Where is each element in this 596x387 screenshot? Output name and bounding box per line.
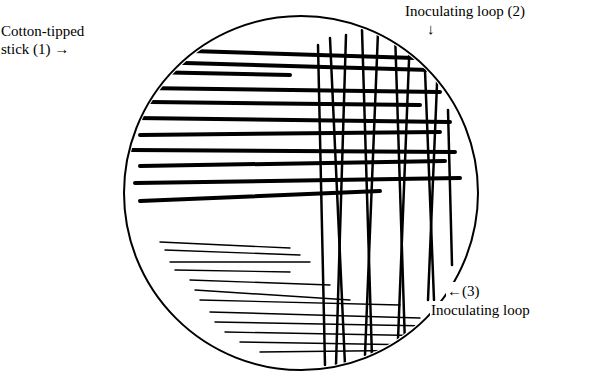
part-label: Inoculating loop (2) xyxy=(404,2,526,20)
pointer-label: ←(3) xyxy=(446,282,481,300)
pointer-label: ↓ xyxy=(426,20,436,38)
part-label: Cotton-tipped stick (1) → xyxy=(0,22,102,58)
part-label: Inoculating loop xyxy=(430,301,531,319)
dish-outline xyxy=(124,16,478,370)
streak-3-lines xyxy=(160,242,440,352)
streak-1-lines xyxy=(130,50,460,201)
